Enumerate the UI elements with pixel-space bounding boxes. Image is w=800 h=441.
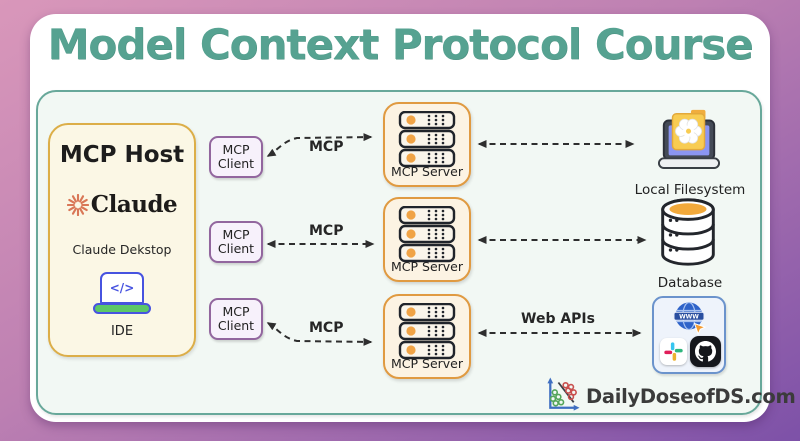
mcp-server-label: MCP Server [390, 259, 463, 274]
host-app-label: Claude Dekstop [72, 242, 172, 257]
claude-wordmark: Claude [90, 191, 178, 218]
brand-footer: DailyDoseofDS.com [544, 377, 796, 415]
claude-starburst-icon [66, 193, 89, 216]
globe-www-icon: WWW [673, 301, 707, 336]
ide-label: IDE [110, 324, 134, 339]
local-filesystem-label: Local Filesystem [634, 182, 746, 198]
mcp-server-label: MCP Server [390, 356, 463, 371]
mcp-client-label: MCP Client [217, 141, 255, 171]
www-banner-text: WWW [679, 314, 699, 321]
server-rack-icon [398, 111, 456, 168]
mcp-host-title: MCP Host [59, 142, 185, 168]
database-label: Database [657, 275, 723, 291]
web-apis-group: WWW [652, 296, 726, 374]
github-icon [690, 336, 721, 367]
link-label-web-apis: Web APIs [521, 311, 595, 327]
laptop-code-icon: </> [50, 272, 194, 314]
laptop-base [93, 303, 151, 314]
link-label-mcp-2: MCP [309, 223, 344, 239]
brand-url: DailyDoseofDS.com [586, 384, 796, 408]
laptop-screen: </> [100, 272, 144, 304]
laptop-folder-icon [657, 109, 721, 169]
mcp-server-box-1: MCP Server [383, 102, 471, 187]
mcp-client-box-3: MCP Client [209, 298, 263, 340]
mcp-client-label: MCP Client [217, 226, 255, 256]
link-label-mcp-3: MCP [309, 320, 344, 336]
mcp-client-label: MCP Client [217, 303, 255, 333]
mcp-server-label: MCP Server [390, 164, 463, 179]
mcp-client-box-2: MCP Client [209, 221, 263, 263]
database-cylinder-icon [661, 198, 715, 266]
slack-icon [660, 338, 687, 365]
mcp-client-box-1: MCP Client [209, 136, 263, 178]
server-rack-icon [398, 206, 456, 263]
mcp-host-box: MCP Host Claude Claude Dekstop </> IDE [48, 123, 196, 357]
link-label-mcp-1: MCP [309, 139, 344, 155]
scatter-plot-icon [547, 377, 580, 411]
mcp-server-box-2: MCP Server [383, 197, 471, 282]
mcp-server-box-3: MCP Server [383, 294, 471, 379]
server-rack-icon [398, 303, 456, 360]
claude-logo: Claude [50, 191, 194, 218]
code-glyph: </> [109, 281, 135, 295]
page-title: Model Context Protocol Course [47, 20, 754, 69]
